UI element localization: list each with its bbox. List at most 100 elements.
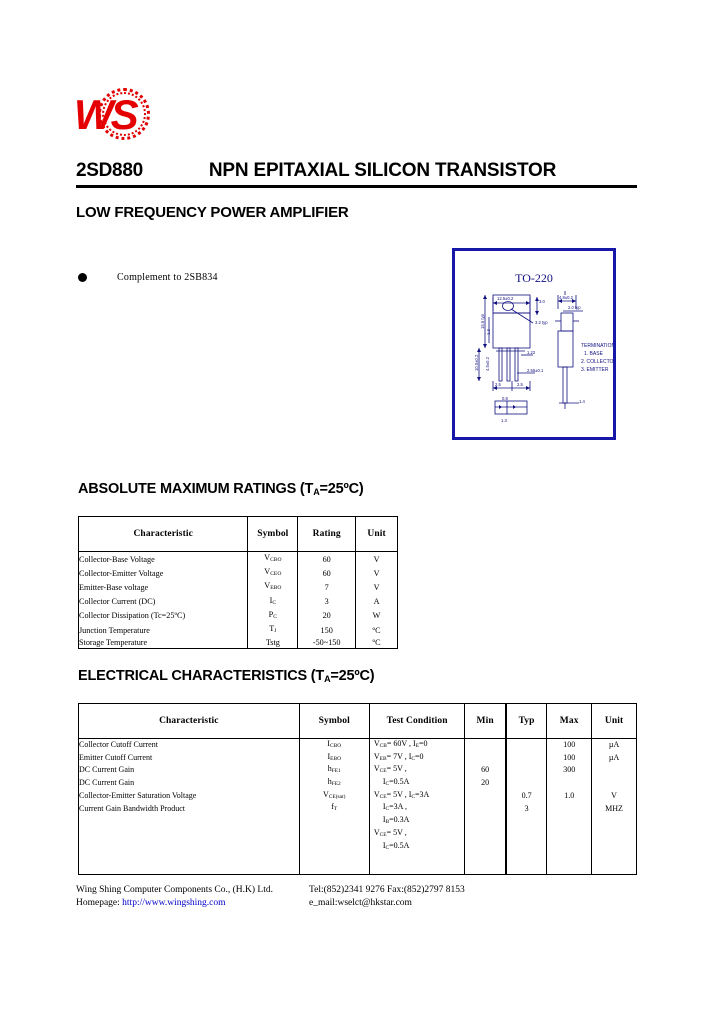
col-symbol: Symbol (298, 703, 370, 739)
col-typ: Typ (504, 703, 548, 739)
cell-typ: 0.7 (504, 789, 548, 803)
col-unit: Unit (591, 703, 637, 739)
feature-text: Complement to 2SB834 (117, 272, 218, 283)
terminations-title-text: TERMINATIONS (581, 343, 613, 349)
termination-1-text: 1. BASE (584, 351, 604, 357)
cell-unit: µA (591, 738, 637, 752)
table-row: IB=0.3A (78, 815, 637, 828)
cell-characteristic (78, 815, 300, 828)
cell-test-condition: VCB= 60V , IE=0 (368, 738, 466, 752)
cell-symbol: TJ (247, 623, 299, 638)
col-characteristic: Characteristic (77, 516, 249, 552)
cell-characteristic: Storage Temperature (77, 637, 249, 650)
cell-rating: -50~150 (297, 637, 357, 650)
cell-test-condition: IB=0.3A (368, 815, 466, 828)
svg-text:1.4: 1.4 (579, 399, 585, 404)
cell-unit: V (591, 789, 637, 803)
svg-text:2.0 typ: 2.0 typ (568, 305, 581, 310)
cell-symbol: hFE1 (298, 764, 370, 778)
table-row: IC=0.5A (78, 840, 637, 854)
col-rating: Rating (297, 516, 357, 552)
company-logo: WS (74, 86, 156, 148)
cell-typ: 3 (504, 802, 548, 816)
table-row-spacer (78, 863, 637, 876)
svg-text:1.3: 1.3 (501, 418, 507, 423)
cell-characteristic: DC Current Gain (78, 764, 300, 778)
cell-test-condition: IC=0.5A (368, 777, 466, 790)
cell-max: 100 (546, 738, 593, 752)
footer-homepage-label: Homepage: (76, 897, 120, 908)
svg-text:2.5: 2.5 (495, 382, 501, 387)
svg-text:0.8: 0.8 (502, 396, 508, 401)
table-header-row: Characteristic Symbol Rating Unit (77, 516, 398, 552)
logo-ring-inner-icon (102, 92, 146, 136)
absolute-max-ratings-table: Characteristic Symbol Rating Unit Collec… (77, 516, 398, 650)
cell-unit (591, 827, 637, 841)
cell-characteristic: DC Current Gain (78, 777, 300, 790)
cell-characteristic (78, 840, 300, 854)
bullet-dot-icon (78, 273, 87, 282)
cell-rating: 150 (297, 623, 357, 638)
page-footer: Wing Shing Computer Components Co., (H.K… (76, 884, 656, 909)
title-row: 2SD880 NPN EPITAXIAL SILICON TRANSISTOR (76, 160, 636, 182)
cell-symbol: hFE2 (298, 777, 370, 790)
svg-text:2.55±0.1: 2.55±0.1 (527, 368, 544, 373)
table-header-row: Characteristic Symbol Test Condition Min… (78, 703, 637, 739)
page-title: NPN EPITAXIAL SILICON TRANSISTOR (208, 160, 557, 181)
cell-characteristic: Emitter-Base voltage (77, 580, 249, 595)
footer-homepage-link[interactable]: http://www.wingshing.com (122, 897, 226, 908)
table-row: VCE= 5V , (78, 827, 637, 841)
cell-symbol: VCEO (247, 566, 299, 581)
cell-characteristic: Current Gain Bandwidth Product (78, 802, 300, 816)
footer-tel-fax: Tel:(852)2341 9276 Fax:(852)2797 8153 (309, 885, 465, 895)
package-name: TO-220 (515, 271, 553, 285)
svg-text:12.5±0.2: 12.5±0.2 (497, 296, 514, 301)
cell-unit: ºC (355, 637, 398, 650)
cell-test-condition: VEB= 7V , IC=0 (368, 751, 466, 765)
svg-text:2.5: 2.5 (517, 382, 523, 387)
cell-symbol: ICBO (298, 738, 370, 752)
cell-characteristic: Collector-Emitter Saturation Voltage (78, 789, 300, 803)
logo-ring-outer-icon (98, 88, 150, 140)
cell-typ (504, 840, 548, 854)
cell-max (546, 827, 593, 841)
cell-unit (591, 764, 637, 778)
part-number: 2SD880 (76, 160, 143, 181)
svg-text:15.5 typ: 15.5 typ (480, 313, 485, 329)
cell-test-condition: IC=0.5A (368, 840, 466, 854)
cell-unit: A (355, 594, 398, 609)
cell-characteristic: Emitter Cutoff Current (78, 751, 300, 765)
cell-unit: V (355, 566, 398, 581)
cell-rating: 60 (297, 551, 357, 567)
cell-unit (591, 815, 637, 828)
cell-min: 60 (464, 764, 507, 778)
package-outline-box: TO-220 12.5±0.2 3.0 (452, 248, 616, 440)
cell-max (546, 840, 593, 854)
cell-symbol (298, 840, 370, 854)
cell-unit: µA (591, 751, 637, 765)
cell-unit: W (355, 608, 398, 624)
title-divider (76, 185, 637, 188)
termination-3-text: 3. EMITTER (581, 367, 609, 373)
footer-email[interactable]: e_mail:wselct@hkstar.com (309, 897, 412, 908)
cell-symbol: IC (247, 594, 299, 609)
cell-characteristic: Collector Dissipation (Tc=25ºC) (77, 608, 249, 624)
cell-rating: 60 (297, 566, 357, 581)
cell-unit: ºC (355, 623, 398, 638)
col-unit: Unit (355, 516, 398, 552)
cell-rating: 20 (297, 608, 357, 624)
cell-unit (591, 777, 637, 790)
svg-text:3.2 typ: 3.2 typ (535, 320, 548, 325)
cell-max (546, 815, 593, 828)
cell-unit (591, 840, 637, 854)
page-subtitle: LOW FREQUENCY POWER AMPLIFIER (76, 204, 349, 221)
cell-symbol: VCBO (247, 551, 299, 567)
